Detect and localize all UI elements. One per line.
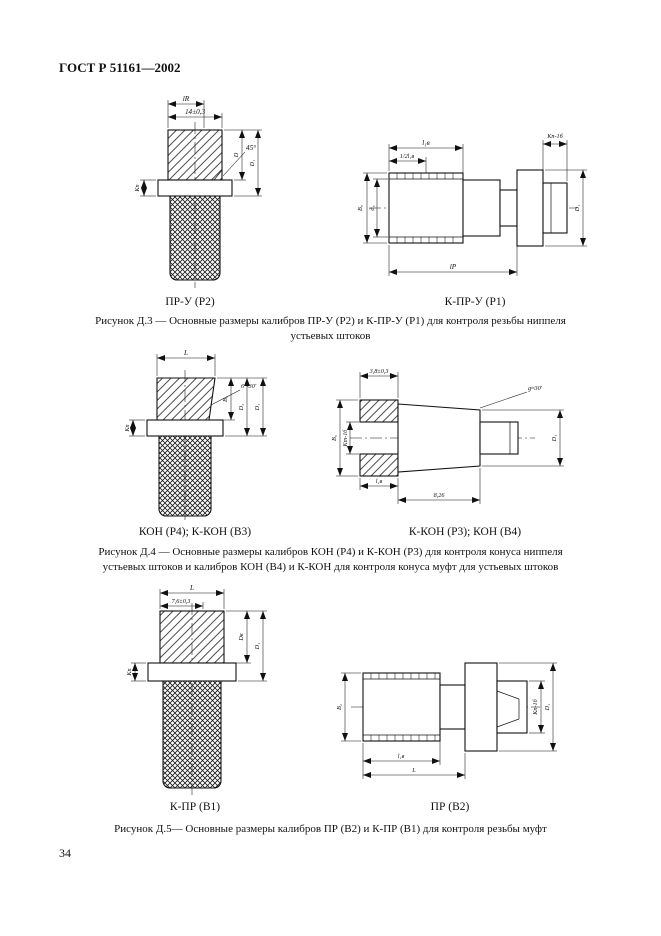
dim-label: Kт-1б — [342, 429, 349, 448]
caption-line: Рисунок Д.4 — Основные размеры калибров … — [98, 546, 563, 558]
figure-d5-caption: Рисунок Д.5— Основные размеры калибров П… — [40, 822, 621, 837]
dim-label: В₅ — [222, 396, 229, 402]
drawing-label-pr: ПР (В2) — [430, 801, 470, 813]
dim-label: Kп — [124, 424, 131, 432]
figure-d4-caption: Рисунок Д.4 — Основные размеры калибров … — [40, 545, 621, 576]
dim-label: L — [189, 584, 194, 592]
dim-label: lR — [183, 95, 190, 103]
caption-line: устьевых штоков и калибров КОН (В4) и К-… — [102, 561, 559, 574]
drawing-k-kon-p3: 3,8±0,3 g≈30' В₅ Kт-1б l₁в 8,26 D₁ — [331, 368, 564, 504]
dim-label: 3,8±0,3 — [369, 368, 389, 375]
dim-label: D₂ — [238, 404, 245, 412]
drawing-k-pr-v1: L 7,6±0,3 Kп Dв D₁ — [126, 584, 267, 795]
dim-label: Kп — [134, 184, 141, 192]
drawing-label-k-pr: К-ПР (В1) — [169, 801, 221, 813]
dim-label: Kп-1б — [546, 133, 563, 140]
dim-label: g≈30' — [528, 385, 543, 392]
drawing-label-kon-p4: КОН (Р4); К-КОН (В3) — [138, 526, 252, 538]
dim-label: D₁ — [551, 435, 558, 443]
dim-label: 45° — [246, 144, 256, 152]
caption-line: устьевых штоков — [290, 330, 371, 343]
caption-line: Рисунок Д.3 — Основные размеры калибров … — [95, 315, 566, 327]
dim-label: l₁в — [422, 139, 430, 147]
dim-label: Kп — [126, 668, 133, 676]
page-header: ГОСТ Р 51161—2002 — [59, 60, 181, 75]
dim-label: lР — [450, 263, 457, 271]
dim-label: D₁ — [254, 643, 261, 651]
dim-label: L — [183, 349, 188, 357]
dim-label: 6°-30' — [241, 383, 257, 390]
page-number: 34 — [59, 846, 71, 860]
drawing-kon-p4: L 6°-30' Kп В₅ D₂ D₁ — [124, 349, 267, 520]
caption-line: Рисунок Д.5— Основные размеры калибров П… — [114, 823, 547, 835]
dim-label: D — [233, 152, 240, 158]
dim-label: В₂ — [336, 704, 343, 710]
dim-label: l₁в — [398, 753, 405, 760]
drawing-label-k-kon-p3: К-КОН (Р3); КОН (В4) — [408, 526, 522, 538]
figure-d3-caption: Рисунок Д.3 — Основные размеры калибров … — [40, 314, 621, 345]
drawing-pr-u-p2: lR 14±0,3 45° Kп D D₁ — [134, 95, 262, 288]
dim-label: D₁ — [254, 404, 261, 412]
dim-label: В₅ — [357, 205, 364, 211]
dim-label: D₁ — [574, 205, 581, 213]
dim-label: д₅ — [369, 205, 376, 210]
dim-label: L — [411, 767, 416, 774]
dim-label: 8,26 — [434, 492, 446, 499]
drawing-label-k-pr-u: К-ПР-У (Р1) — [444, 296, 506, 308]
dim-label: D₁ — [249, 160, 256, 168]
dim-label: l₁в — [376, 478, 383, 485]
dim-label: 1/2l₁в — [400, 153, 415, 160]
dim-label: Kп-1б — [532, 698, 539, 715]
dim-label: 14±0,3 — [185, 108, 206, 116]
dim-label: 7,6±0,3 — [172, 598, 191, 605]
dim-label: В₅ — [331, 435, 338, 441]
drawing-pr-v2: В₂ Kп-1б D₁ l₁в L — [336, 662, 557, 779]
drawing-k-pr-u-p1: l₁в 1/2l₁в Kп-1б В₅ д₅ lР D₁ — [357, 133, 587, 276]
dim-label: Dв — [238, 633, 245, 641]
dim-label: D₁ — [544, 704, 551, 712]
drawing-label-pr-u: ПР-У (Р2) — [165, 296, 215, 308]
